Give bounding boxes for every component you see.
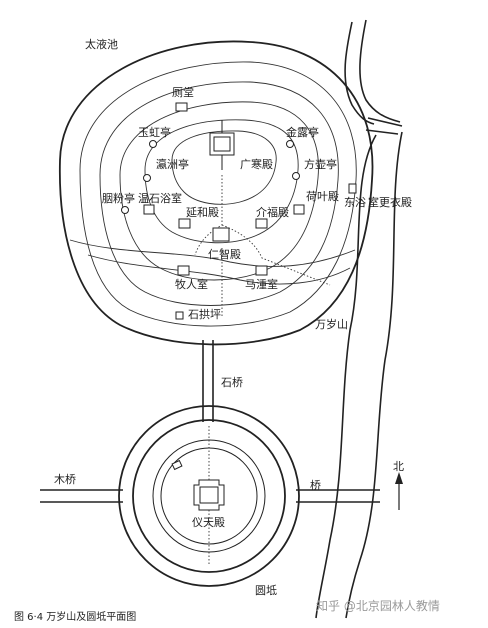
label-yitian-hall: 仪天殿 [192,516,225,529]
hill-paths [194,175,331,318]
label-fanghu-pavilion: 方壶亭 [304,157,337,171]
label-taiye-pond: 太液池 [85,37,118,51]
renzhi-hall-building [212,227,230,242]
watermark: 知乎 @北京园林人教情 [316,598,440,613]
north-arrow-icon [395,472,403,510]
wenshi-bath-building [143,204,155,215]
label-round-wall: 圆坻 [255,583,277,597]
label-wenshi-bath: 温石浴室 [138,191,182,205]
shigong-building [175,311,184,320]
mazhong-room-building [255,265,268,276]
label-stone-bridge: 石桥 [221,376,243,389]
heye-hall-building [293,204,305,215]
label-heye-hall: 荷叶殿 [306,190,339,203]
yuhong-pavilion-marker [149,140,157,148]
yingzhou-pavilion-marker [143,174,151,182]
wansui-hill-boundary [58,40,374,346]
muren-room-building [177,265,190,276]
jinlu-pavilion-marker [286,140,294,148]
label-wood-bridge: 木桥 [54,473,76,486]
label-shigong-bi: 石拱坪 [188,307,221,321]
label-yingzhou-pavilion: 瀛洲亭 [156,157,189,171]
pavilion-markers [121,140,300,214]
label-ce-hall: 厕堂 [172,86,194,99]
fanghu-pavilion-marker [292,172,300,180]
shore-causeway [365,117,403,135]
label-wansui-hill: 万岁山 [315,317,348,331]
label-guanghan-hall: 广寒殿 [240,157,273,171]
label-renzhi-hall: 仁智殿 [208,247,241,261]
side-bridges [40,489,380,503]
dongyu-building [348,183,357,194]
label-jiefu-hall: 介福殿 [256,205,289,219]
label-dongyu: 东浴 [344,196,366,209]
label-yuhong-pavilion: 玉虹亭 [138,125,171,139]
label-gengyi-room: 室更衣殿 [368,195,412,209]
stone-bridge [202,340,214,422]
figure-caption: 图 6·4 万岁山及圆坻平面图 [14,610,136,623]
label-north: 北 [393,460,404,473]
label-jinlu-pavilion: 金露亭 [286,125,319,139]
yufen-pavilion-marker [121,206,129,214]
label-yanhe-hall: 延和殿 [186,206,219,219]
label-mazhong-room: 马湩室 [245,277,278,291]
yitian-hall-building [171,459,225,511]
label-bridge: 桥 [310,479,321,492]
yanhe-hall-building [178,218,191,229]
label-yufen-pavilion: 胭粉亭 [102,191,135,205]
jiefu-hall-building [255,218,268,229]
hill-buildings [143,102,357,320]
label-muren-room: 牧人室 [175,277,208,291]
ce-hall-building [175,102,188,112]
